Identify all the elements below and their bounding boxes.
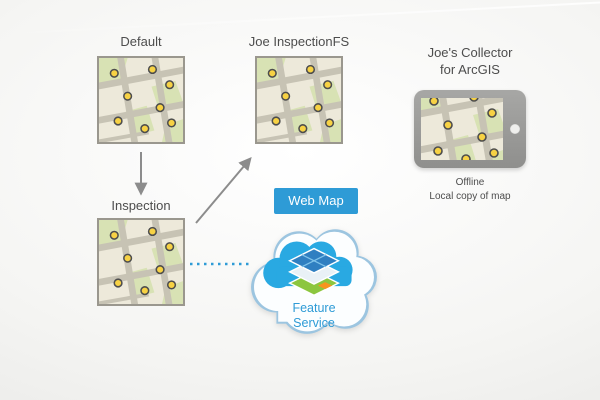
map-thumbnail-collector	[421, 98, 503, 160]
map-thumbnail-joe-inspectionfs	[255, 56, 343, 144]
background-accent-line	[0, 0, 600, 36]
map-thumbnail-inspection	[97, 218, 185, 306]
feature-service-label-line1: Feature	[292, 301, 336, 315]
feature-service-label: Feature Service	[248, 301, 380, 331]
feature-service-label-line2: Service	[293, 316, 335, 330]
tablet-device-icon	[414, 90, 526, 168]
collector-title-line2: for ArcGIS	[440, 62, 500, 77]
collector-title: Joe's Collector for ArcGIS	[408, 44, 532, 78]
tablet-home-button-icon	[510, 124, 520, 134]
joe-inspectionfs-label: Joe InspectionFS	[248, 34, 350, 49]
arrow-inspection-to-joefs	[195, 157, 252, 224]
inspection-map-label: Inspection	[111, 198, 171, 213]
collector-caption: Offline Local copy of map	[402, 176, 538, 204]
map-layers-icon	[288, 247, 340, 297]
feature-service-cloud-icon	[251, 229, 377, 334]
collector-caption-line1: Offline	[455, 177, 485, 188]
collector-caption-line2: Local copy of map	[429, 191, 511, 202]
web-map-banner: Web Map	[274, 188, 358, 214]
default-map-label: Default	[120, 34, 162, 49]
collector-title-line1: Joe's Collector	[427, 45, 513, 60]
map-thumbnail-default	[97, 56, 185, 144]
